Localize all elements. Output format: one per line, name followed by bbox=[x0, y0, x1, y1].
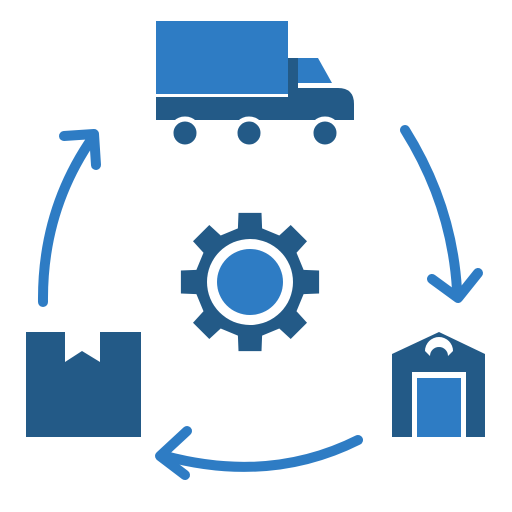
arrow-head-left bbox=[59, 129, 101, 170]
truck-wheel-2 bbox=[232, 116, 266, 150]
warehouse-door bbox=[417, 378, 461, 437]
cycle-arrow-icon bbox=[155, 426, 363, 480]
cycle-arrows bbox=[37, 125, 483, 480]
arrow-shaft-right bbox=[400, 125, 462, 295]
box-tape-notch bbox=[65, 332, 100, 362]
gear-icon bbox=[180, 212, 320, 352]
gear-hub bbox=[217, 249, 283, 315]
truck-wheel-3 bbox=[308, 116, 342, 150]
arrow-head-right bbox=[427, 268, 483, 303]
package-box-icon bbox=[26, 332, 141, 437]
cycle-arrow-icon bbox=[400, 125, 483, 303]
cycle-arrow-icon bbox=[37, 129, 101, 307]
truck-wheel-1 bbox=[168, 116, 202, 150]
warehouse-icon bbox=[392, 332, 485, 437]
warehouse-roof-detail bbox=[425, 337, 453, 356]
arrow-shaft-bottom bbox=[160, 435, 363, 472]
truck-cargo-box bbox=[156, 21, 288, 94]
truck-chassis bbox=[156, 58, 354, 120]
arrow-head-bottom bbox=[155, 426, 192, 480]
delivery-truck-icon bbox=[156, 21, 354, 150]
truck-cab-window bbox=[298, 58, 332, 83]
arrow-shaft-left bbox=[37, 132, 98, 307]
